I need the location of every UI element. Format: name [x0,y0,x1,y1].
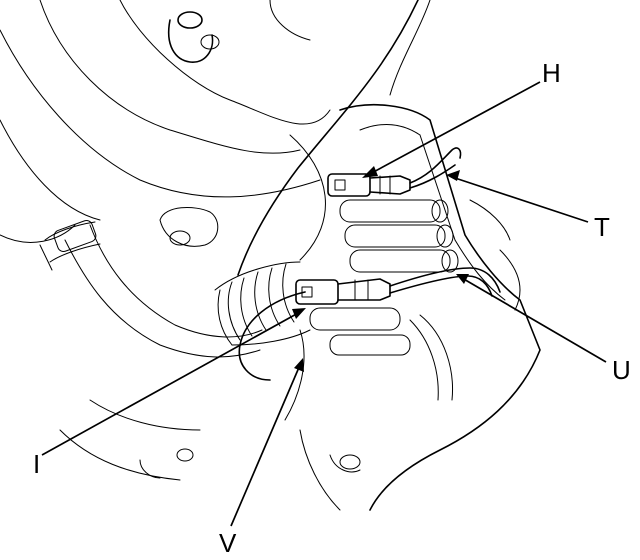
right-assembly [339,104,541,511]
leader-lines [41,81,607,527]
cylinder-stack [339,199,459,273]
callout-v: V [219,528,237,558]
callout-i: I [33,449,41,479]
lower-sensor-connector [295,278,391,305]
callout-h: H [542,58,561,88]
lower-pipes [284,307,454,421]
mount-boss [159,207,219,247]
callout-t: T [594,212,610,242]
hose-left [39,220,263,358]
callout-u: U [612,355,631,385]
upper-sensor-wire [409,147,462,189]
bolt-head-top [168,11,220,63]
bellows-boot [214,261,311,346]
engine-body-outline [0,0,431,261]
upper-sensor-connector [327,173,411,197]
lower-bracket [59,399,361,511]
view-division-edge [237,0,419,276]
